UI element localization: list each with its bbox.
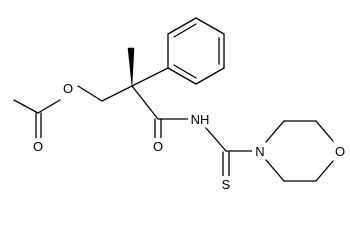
morpholine-oxygen-label: O	[335, 144, 345, 159]
ester-oxygen-label: O	[63, 81, 73, 96]
bond-morpholine-c4-n	[265, 159, 285, 182]
atom-morpholine-nitrogen: N	[252, 143, 268, 159]
molecule-structure: O O O NH S N O	[13, 17, 347, 192]
bond-ester-o-ch2	[77, 85, 103, 102]
bond-phenyl-2	[167, 17, 197, 35]
bond-acetyl-methyl	[13, 99, 39, 114]
bond-nh-thio-c	[205, 127, 227, 152]
bond-phenyl-5	[195, 67, 225, 85]
atom-morpholine-oxygen: O	[333, 143, 347, 159]
morpholine-nitrogen-label: N	[255, 144, 264, 159]
acetyl-carbonyl-oxygen-label: O	[33, 139, 43, 154]
bond-layer	[13, 17, 334, 182]
bond-quaternary-phenyl	[131, 67, 169, 87]
amide-nh-label: NH	[191, 112, 210, 127]
bond-ch2-quaternary	[101, 85, 133, 102]
bond-phenyl-3	[195, 17, 225, 35]
amide-carbonyl-oxygen-label: O	[153, 139, 163, 154]
atom-ester-oxygen: O	[61, 80, 75, 96]
thione-sulfur-label: S	[222, 177, 231, 192]
atom-label-layer: O O O NH S N O	[31, 80, 347, 192]
bond-acetyl-ester-o	[37, 99, 61, 114]
bond-methyl-wedge	[127, 47, 135, 87]
bond-morpholine-o-c3	[315, 160, 334, 182]
atom-amide-carbonyl-oxygen: O	[151, 138, 165, 154]
bond-phenyl-6	[167, 67, 197, 85]
bond-morpholine-c2-o	[315, 120, 334, 142]
atom-thione-sulfur: S	[219, 176, 233, 192]
bond-phenyl-inner-1	[173, 23, 197, 38]
bond-phenyl-inner-3	[173, 64, 197, 79]
bond-quaternary-amide-c	[131, 85, 159, 120]
bond-morpholine-n-c1	[265, 120, 285, 143]
atom-acetyl-carbonyl-oxygen: O	[31, 138, 45, 154]
atom-amide-nh: NH	[188, 111, 212, 127]
